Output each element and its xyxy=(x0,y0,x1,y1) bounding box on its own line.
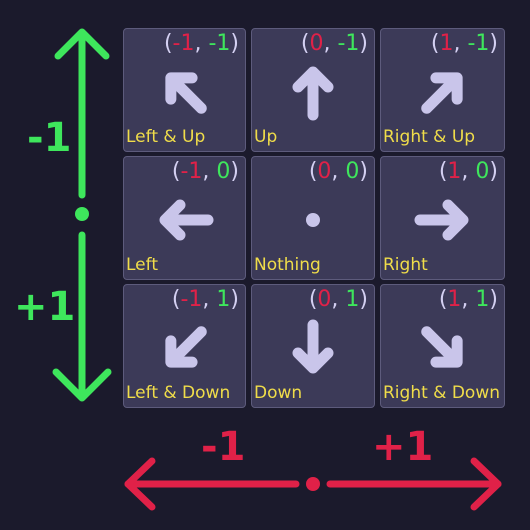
cell-up: (0, -1) Up xyxy=(251,28,375,152)
arrow-right-icon xyxy=(414,199,468,241)
arrow-down-right-icon xyxy=(420,326,463,369)
cell-coord: (1, 1) xyxy=(438,287,498,312)
arrow-up-icon xyxy=(292,66,334,121)
cell-coord: (-1, 1) xyxy=(171,287,239,312)
cell-left: (-1, 0) Left xyxy=(123,156,246,280)
cell-label: Right & Up xyxy=(383,127,476,147)
cell-label: Right xyxy=(383,255,428,275)
cell-left-up: (-1, -1) Left & Up xyxy=(123,28,246,152)
cell-coord: (0, -1) xyxy=(300,31,368,56)
vertical-axis-bottom-label: +1 xyxy=(14,284,76,330)
cell-coord: (1, -1) xyxy=(430,31,498,56)
arrow-left-icon xyxy=(159,199,213,241)
cell-coord: (1, 0) xyxy=(438,159,498,184)
cell-right-down: (1, 1) Right & Down xyxy=(380,284,505,408)
cell-label: Down xyxy=(254,383,303,403)
direction-grid: (-1, -1) Left & Up (0, -1) Up (1, -1) Ri… xyxy=(123,28,507,412)
cell-right-up: (1, -1) Right & Up xyxy=(380,28,505,152)
cell-coord: (0, 1) xyxy=(308,287,368,312)
horizontal-axis-left-label: -1 xyxy=(201,424,246,470)
cell-label: Left & Up xyxy=(126,127,206,147)
cell-down: (0, 1) Down xyxy=(251,284,375,408)
arrow-up-right-icon xyxy=(420,72,463,115)
vertical-axis-top-label: -1 xyxy=(27,115,72,161)
arrow-up-left-icon xyxy=(164,72,207,115)
dot-icon xyxy=(306,213,320,228)
cell-right: (1, 0) Right xyxy=(380,156,505,280)
cell-label: Nothing xyxy=(254,255,321,275)
cell-coord: (-1, 0) xyxy=(171,159,239,184)
cell-left-down: (-1, 1) Left & Down xyxy=(123,284,246,408)
horizontal-axis-right-label: +1 xyxy=(372,424,434,470)
cell-nothing: (0, 0) Nothing xyxy=(251,156,375,280)
cell-coord: (-1, -1) xyxy=(163,31,239,56)
arrow-down-left-icon xyxy=(164,326,207,369)
arrow-down-icon xyxy=(292,319,334,374)
cell-label: Right & Down xyxy=(383,383,500,403)
cell-label: Left xyxy=(126,255,158,275)
cell-coord: (0, 0) xyxy=(308,159,368,184)
cell-label: Up xyxy=(254,127,278,147)
cell-label: Left & Down xyxy=(126,383,231,403)
